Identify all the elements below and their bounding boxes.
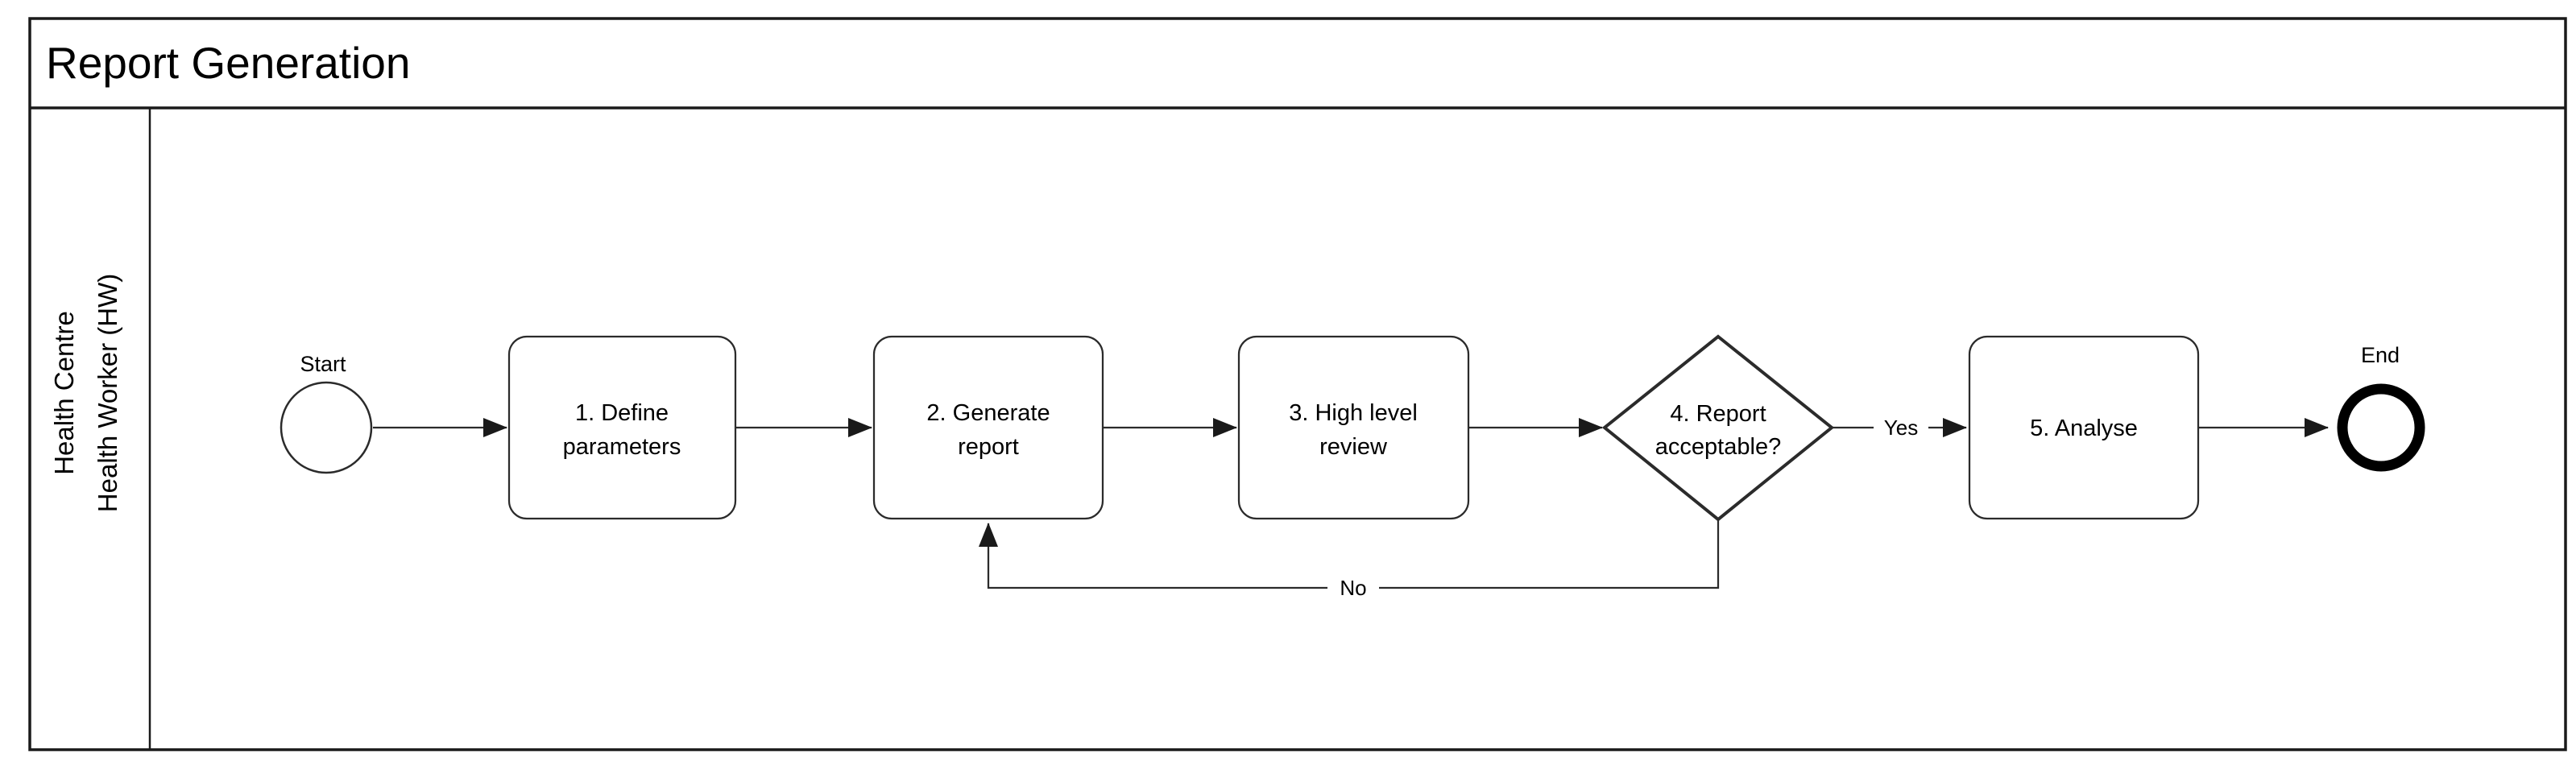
- yes-label-bg: [1874, 413, 1928, 442]
- end-event-label: End: [2361, 343, 2400, 367]
- no-label-bg: [1327, 573, 1379, 602]
- task-5: 5. Analyse: [1968, 335, 2200, 520]
- start-event: Start: [280, 352, 373, 474]
- gateway-diamond: [1601, 334, 1835, 522]
- task-3-box: [1237, 335, 1470, 520]
- no-label: No: [1340, 576, 1366, 600]
- end-event-circle: [2337, 383, 2425, 472]
- task-2: 2. Generate report: [872, 335, 1104, 520]
- gateway-report-acceptable: 4. Report acceptable?: [1601, 334, 1835, 522]
- nodes: Start 1. Define parameters 2. Generate r…: [280, 334, 2425, 522]
- task-3-label-line1: 3. High level: [1289, 400, 1418, 426]
- lane-label-line1: Health Centre: [49, 311, 79, 475]
- task-2-label-line1: 2. Generate: [926, 400, 1050, 426]
- lane-label: Health Centre Health Worker (HW): [49, 274, 122, 512]
- task-1-box: [507, 335, 737, 520]
- task-1-label-line2: parameters: [563, 434, 681, 460]
- pool-border: [28, 17, 2567, 751]
- start-event-circle: [280, 381, 373, 474]
- start-event-label: Start: [300, 352, 346, 376]
- sequence-flows: Yes No: [373, 413, 2329, 602]
- pool: Report Generation Health Centre Health W…: [28, 17, 2567, 751]
- gateway-label-line1: 4. Report: [1670, 401, 1766, 427]
- task-2-box: [872, 335, 1104, 520]
- task-1-label-line1: 1. Define: [575, 400, 669, 426]
- task-3: 3. High level review: [1237, 335, 1470, 520]
- pool-title: Report Generation: [46, 38, 411, 88]
- task-3-label-line2: review: [1319, 434, 1388, 460]
- task-5-box: [1968, 335, 2200, 520]
- gateway-label-line2: acceptable?: [1655, 434, 1781, 460]
- task-1: 1. Define parameters: [507, 335, 737, 520]
- task-5-label: 5. Analyse: [2030, 416, 2138, 441]
- task-2-label-line2: report: [958, 434, 1019, 460]
- lane-label-line2: Health Worker (HW): [93, 274, 122, 512]
- end-event: End: [2337, 343, 2425, 472]
- yes-label: Yes: [1884, 416, 1918, 440]
